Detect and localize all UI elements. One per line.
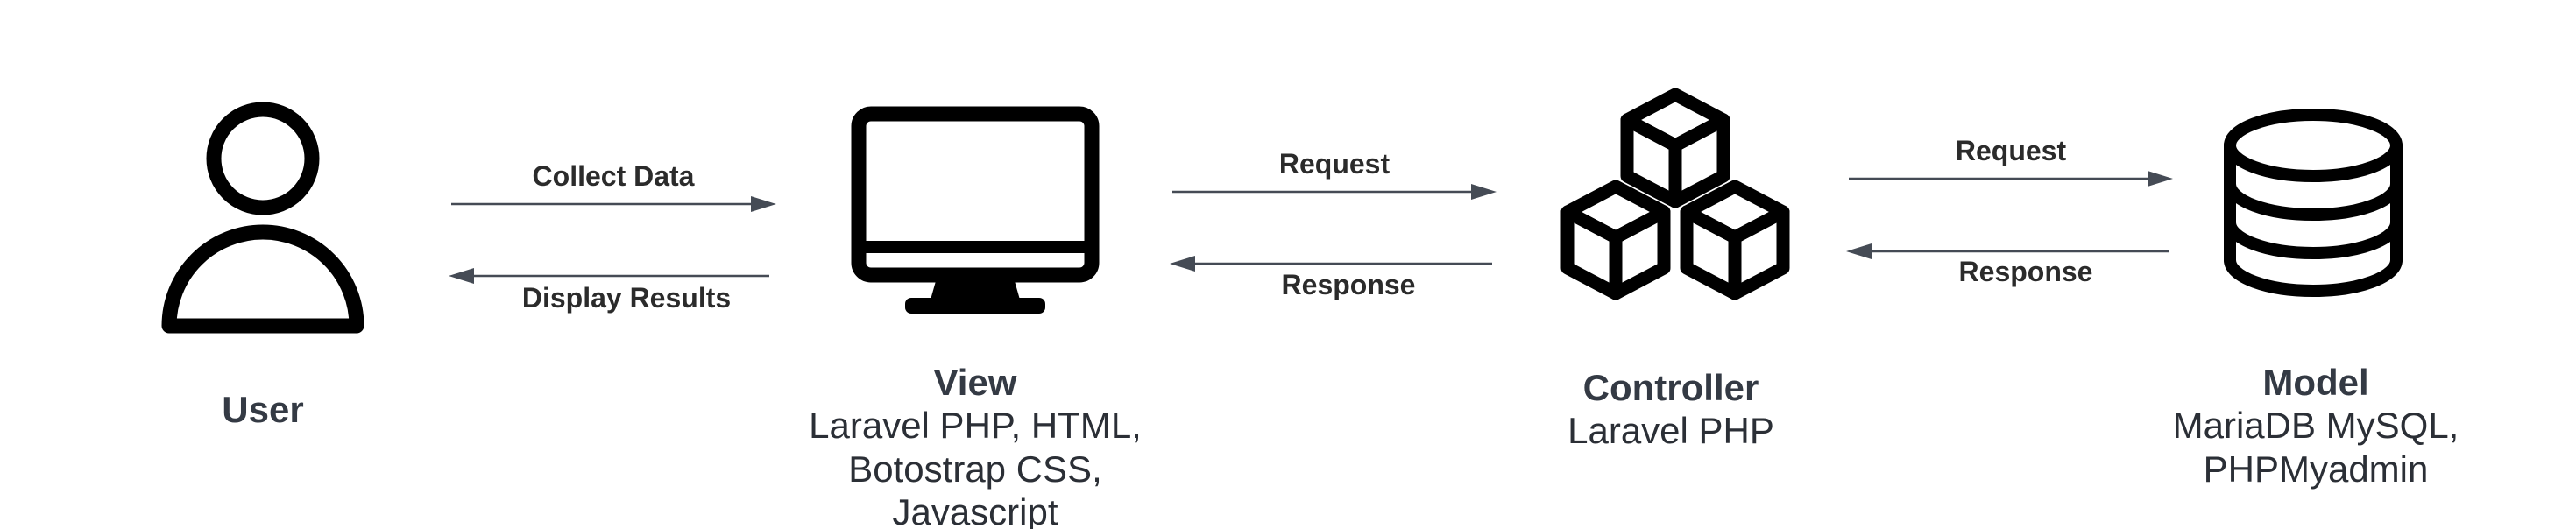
user-title: User bbox=[222, 389, 303, 430]
arrow-response-controller-view bbox=[1170, 256, 1492, 272]
cubes-icon bbox=[1560, 88, 1790, 300]
arrow-response-model-controller bbox=[1846, 243, 2169, 259]
model-tech-line-1: MariaDB MySQL, bbox=[2173, 405, 2459, 446]
arrow-display-results bbox=[449, 268, 769, 284]
view-tech-line-2: Botostrap CSS, bbox=[848, 448, 1101, 490]
user-icon bbox=[161, 102, 364, 334]
controller-title: Controller bbox=[1583, 367, 1759, 408]
database-icon bbox=[2224, 109, 2403, 297]
view-tech-line-3: Javascript bbox=[892, 491, 1058, 529]
monitor-icon bbox=[851, 106, 1100, 314]
view-tech-line-1: Laravel PHP, HTML, bbox=[809, 405, 1142, 446]
arrow-label-request-1: Request bbox=[1279, 148, 1391, 180]
arrow-collect-data bbox=[451, 196, 776, 212]
arrow-label-response-1: Response bbox=[1282, 269, 1416, 300]
controller-tech-line-1: Laravel PHP bbox=[1568, 410, 1774, 451]
arrow-label-response-2: Response bbox=[1959, 256, 2093, 287]
arrow-request-controller-model bbox=[1849, 171, 2173, 187]
arrow-request-view-controller bbox=[1172, 184, 1497, 200]
model-title: Model bbox=[2262, 362, 2368, 403]
arrow-label-request-2: Request bbox=[1956, 135, 2067, 166]
arrow-label-collect-data: Collect Data bbox=[533, 160, 695, 192]
arrow-label-display-results: Display Results bbox=[522, 282, 731, 314]
view-title: View bbox=[934, 362, 1017, 403]
model-tech-line-2: PHPMyadmin bbox=[2204, 448, 2429, 490]
